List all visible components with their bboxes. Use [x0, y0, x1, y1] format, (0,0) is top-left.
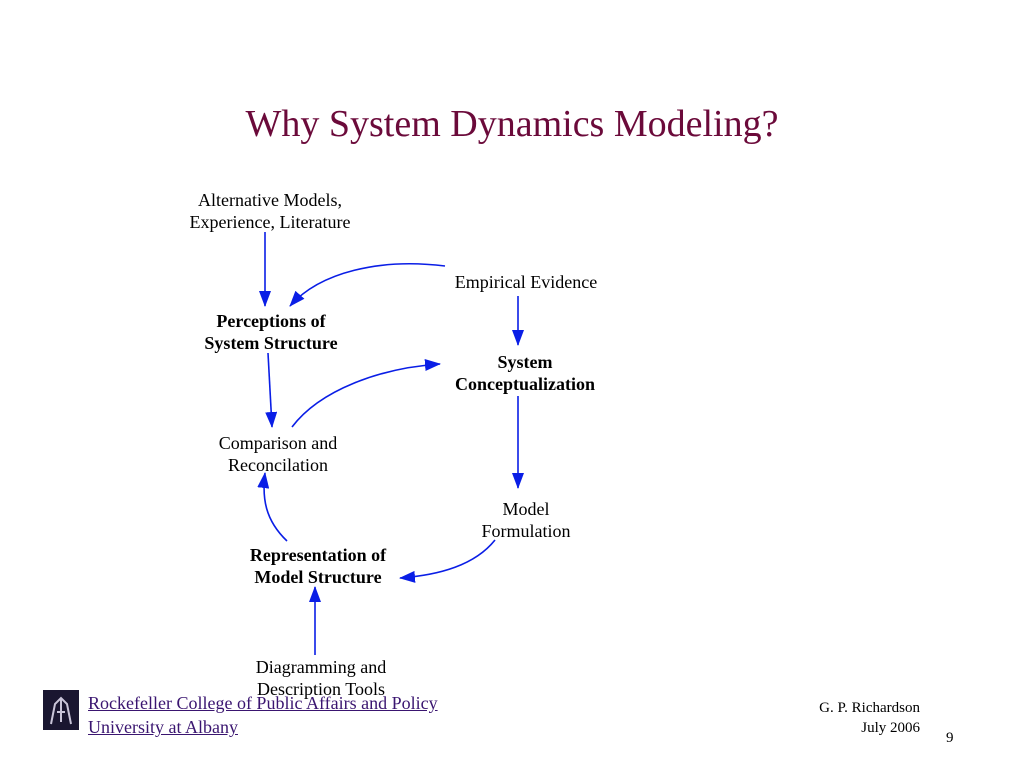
node-system-conceptualization-line1: System [497, 352, 553, 372]
arrow-representation-to-comparison [257, 472, 288, 542]
node-perceptions-line2: System Structure [204, 333, 338, 353]
node-representation-line2: Model Structure [254, 567, 382, 587]
node-comparison-line1: Comparison and [218, 433, 338, 453]
node-representation-line1: Representation of [249, 545, 387, 565]
footer-date: July 2006 [861, 720, 920, 736]
node-alternative-models: Alternative Models, Experience, Literatu… [170, 189, 370, 233]
footer-institution-line2[interactable]: University at Albany [88, 717, 238, 737]
node-system-conceptualization-line2: Conceptualization [454, 374, 595, 394]
node-empirical-evidence: Empirical Evidence [426, 271, 626, 293]
node-comparison: Comparison and Reconcilation [178, 432, 378, 476]
node-representation: Representation of Model Structure [218, 544, 418, 588]
node-empirical-evidence-line1: Empirical Evidence [454, 272, 598, 292]
footer-institution: Rockefeller College of Public Affairs an… [88, 691, 438, 739]
node-perceptions-line1: Perceptions of [216, 311, 326, 331]
slide-title: Why System Dynamics Modeling? [245, 103, 779, 145]
node-model-formulation: Model Formulation [426, 498, 626, 542]
node-alternative-models-line1: Alternative Models, [198, 190, 342, 210]
footer-author: G. P. Richardson [819, 700, 920, 716]
arrow-empirical-to-perceptions [289, 263, 446, 307]
arrow-comparison-to-conceptualization [291, 359, 441, 428]
footer-institution-line1[interactable]: Rockefeller College of Public Affairs an… [88, 693, 438, 713]
node-diagramming-tools-line2: Description Tools [257, 679, 385, 699]
node-diagramming-tools-line1: Diagramming and [255, 657, 387, 677]
node-alternative-models-line2: Experience, Literature [189, 212, 351, 232]
node-model-formulation-line2: Formulation [481, 521, 571, 541]
node-system-conceptualization: System Conceptualization [425, 351, 625, 395]
node-comparison-line2: Reconcilation [228, 455, 328, 475]
footer-author-block: G. P. Richardson July 2006 [819, 698, 920, 738]
node-perceptions: Perceptions of System Structure [171, 310, 371, 354]
node-model-formulation-line1: Model [502, 499, 550, 519]
page-number: 9 [946, 730, 954, 746]
node-diagramming-tools: Diagramming and Description Tools [221, 656, 421, 700]
college-logo-icon [43, 690, 79, 730]
arrow-perceptions-to-comparison [265, 352, 278, 428]
arrow-formulation-to-representation [399, 539, 496, 583]
